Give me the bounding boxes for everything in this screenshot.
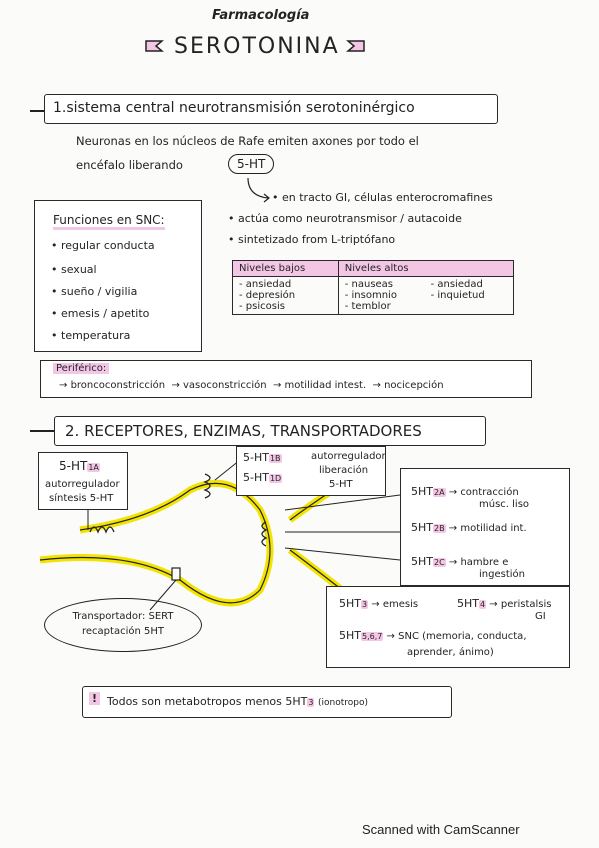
- title-right-flag-icon: [345, 37, 366, 59]
- intro-highlight-5ht: 5-HT: [228, 154, 275, 174]
- funciones-title: Funciones en SNC:: [53, 213, 165, 230]
- receptor-567: 5HT5,6,7 → SNC (memoria, conducta,: [339, 629, 527, 642]
- receptor-1a-box: 5-HT1A autorregulador síntesis 5-HT: [38, 452, 128, 510]
- exclamation-icon: !: [89, 692, 101, 705]
- levels-low-header: Niveles bajos: [232, 260, 339, 277]
- periferico-title: Periférico:: [53, 363, 110, 374]
- arrow-curve-icon: [244, 176, 274, 210]
- funcion-item: • temperatura: [51, 329, 131, 342]
- funcion-item: • sueño / vigilia: [51, 285, 138, 298]
- bullet-2: • actúa como neurotransmisor / autacoide: [228, 212, 462, 225]
- levels-low-cell: - ansiedad - depresión - psicosis: [232, 276, 339, 315]
- section2-heading-rule: [30, 430, 54, 432]
- scanner-footer: Scanned with CamScanner: [362, 822, 520, 837]
- receptor-2a: 5HT2A → contracción: [411, 485, 519, 498]
- page-title: SEROTONINA: [174, 34, 340, 59]
- subject-title: Farmacología: [212, 8, 310, 23]
- section1-heading: 1.sistema central neurotransmisión serot…: [44, 94, 498, 124]
- levels-high-header: Niveles altos: [337, 260, 515, 277]
- receptor-1bd-box: 5-HT1B 5-HT1D autorregulador liberación …: [236, 446, 386, 496]
- funcion-item: • emesis / apetito: [51, 307, 150, 320]
- section1-heading-rule: [30, 110, 44, 112]
- levels-table: Niveles bajos Niveles altos - ansiedad -…: [232, 260, 515, 315]
- periferico-box: Periférico: → broncoconstricción → vasoc…: [40, 360, 532, 398]
- receptor-3: 5HT3 → emesis: [339, 597, 419, 610]
- bullet-1: • en tracto GI, células enterocromafines: [272, 191, 493, 204]
- intro-line-1: Neuronas en los núcleos de Rafe emiten a…: [76, 134, 419, 148]
- periferico-items: → broncoconstricción → vasoconstricción …: [59, 380, 444, 391]
- section2-heading: 2. receptores, enzimas, transportadores: [54, 416, 486, 446]
- levels-high-cell-2: - ansiedad - inquietud: [424, 276, 514, 315]
- receptor-4: 5HT4 → peristalsis: [457, 597, 552, 610]
- post-receptors-box: 5HT2A → contracción músc. liso 5HT2B → m…: [400, 468, 570, 586]
- funcion-item: • regular conducta: [51, 239, 155, 252]
- intro-line-2: encéfalo liberando: [76, 158, 183, 172]
- bullet-3: • sintetizado from L-triptófano: [228, 233, 396, 246]
- title-left-flag-icon: [144, 37, 165, 59]
- transporter-ellipse: Transportador: SERT recaptación 5HT: [44, 598, 202, 652]
- receptor-2b: 5HT2B → motilidad int.: [411, 521, 527, 534]
- levels-high-cell-1: - nauseas - insomnio - temblor: [337, 276, 425, 315]
- funciones-box: Funciones en SNC: • regular conducta • s…: [34, 200, 202, 352]
- metabotropic-note: ! Todos son metabotropos menos 5HT3 (ion…: [82, 686, 452, 718]
- funcion-item: • sexual: [51, 263, 97, 276]
- bottom-receptors-box: 5HT3 → emesis 5HT4 → peristalsis GI 5HT5…: [326, 586, 570, 668]
- receptor-2c: 5HT2C → hambre e: [411, 555, 509, 568]
